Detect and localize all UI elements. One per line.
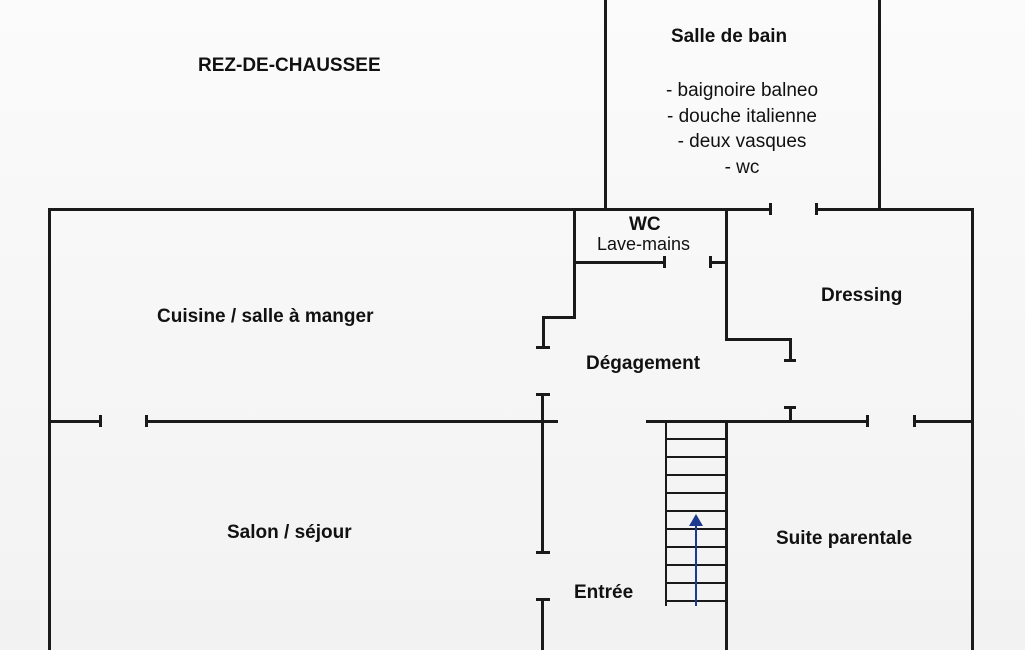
door-jamb [663, 256, 666, 268]
feature-item: - wc [724, 156, 760, 178]
wc-wall-bottom-right [709, 261, 727, 264]
dressing-wall-v2 [789, 406, 792, 422]
feature-item: - baignoire balneo [665, 80, 819, 101]
living-wall-top-left [48, 420, 101, 423]
bathroom-wall-bottom [604, 208, 771, 211]
room-label-bathroom: Salle de bain [671, 26, 788, 47]
door-jamb [866, 415, 869, 427]
door-jamb [769, 203, 772, 215]
wc-wall-right [725, 208, 728, 340]
room-label-living: Salon / séjour [227, 522, 352, 543]
door-jamb [99, 415, 102, 427]
exterior-wall-left [48, 208, 51, 650]
door-jamb [784, 359, 796, 362]
door-jamb [913, 415, 916, 427]
living-wall-top [145, 420, 558, 423]
living-wall-right-lower [541, 598, 544, 650]
bathroom-features: - baignoire balneo - douche italienne - … [606, 78, 878, 180]
exterior-wall-top-right [878, 208, 974, 211]
exterior-wall-right [971, 208, 974, 650]
door-jamb [536, 346, 550, 349]
room-label-wc: WC [629, 214, 661, 235]
plan-title: REZ-DE-CHAUSSEE [198, 55, 381, 76]
door-jamb [536, 393, 550, 396]
room-label-wc-sub: Lave-mains [597, 234, 691, 254]
door-jamb [536, 598, 550, 601]
exterior-wall-top [48, 208, 608, 211]
stair-arrow-icon [689, 514, 703, 526]
door-jamb [815, 203, 818, 215]
door-jamb [145, 415, 148, 427]
suite-wall-top-right [913, 420, 974, 423]
room-label-entrance: Entrée [574, 582, 634, 603]
room-label-hallway: Dégagement [586, 353, 701, 374]
suite-wall-top [646, 420, 868, 423]
room-label-kitchen: Cuisine / salle à manger [157, 306, 374, 327]
door-jamb [784, 406, 796, 409]
dressing-wall-v [789, 338, 792, 360]
stair-direction-line [695, 526, 697, 606]
room-label-master-suite: Suite parentale [776, 528, 913, 549]
kitchen-step-wall [542, 316, 576, 319]
dressing-wall-bottom [725, 338, 792, 341]
room-label-dressing: Dressing [821, 285, 903, 306]
feature-item: - deux vasques [677, 131, 807, 152]
door-jamb [536, 551, 550, 554]
feature-item: - douche italienne [667, 105, 817, 127]
bathroom-wall-bottom-right [816, 208, 881, 211]
wc-wall-bottom [573, 261, 665, 264]
kitchen-step-wall-v [542, 316, 545, 348]
living-wall-right [541, 393, 544, 553]
bathroom-wall-left [604, 0, 607, 211]
door-jamb [709, 256, 712, 268]
bathroom-wall-right [878, 0, 881, 211]
